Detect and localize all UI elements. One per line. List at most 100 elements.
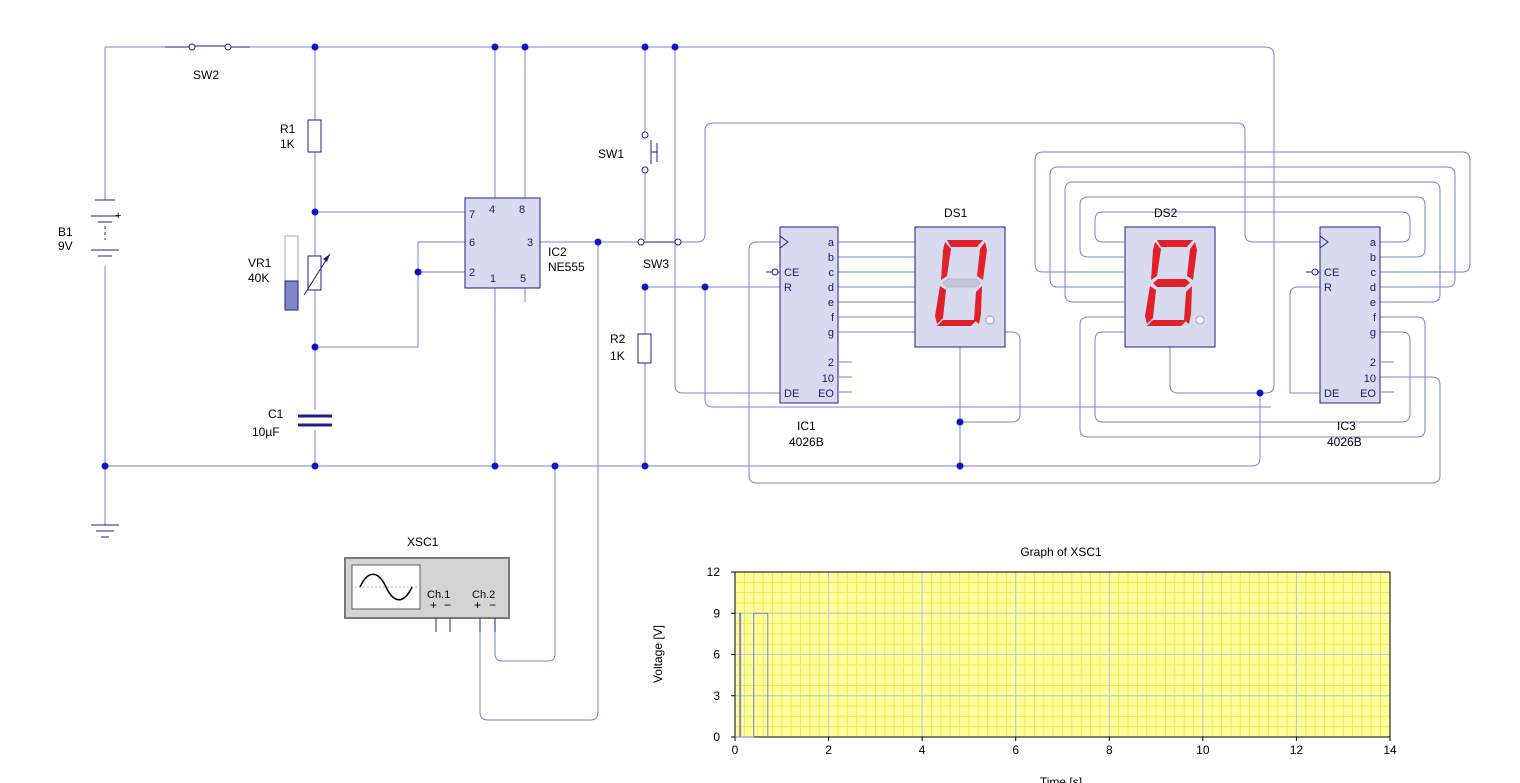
ic1-pin-d: d [828, 282, 834, 294]
ic3-pin-r: R [1324, 282, 1332, 294]
ic3-pin-a: a [1370, 237, 1377, 249]
ic1-pin-de: DE [784, 388, 799, 400]
graph-y-tick-label: 6 [713, 648, 720, 662]
graph-y-tick-label: 12 [707, 565, 721, 579]
ic2-label: IC2 [548, 245, 567, 259]
ic1-pin-ce: CE [784, 267, 799, 279]
ds2-segment-g [1153, 279, 1190, 287]
ic3-pin-f: f [1373, 312, 1377, 324]
ds2-segment-a [1157, 240, 1193, 247]
ic3-value: 4026B [1327, 435, 1362, 449]
ic1-pin-2: 2 [828, 357, 834, 369]
xsc1-ch1-plus: + [430, 598, 437, 612]
sw2-label: SW2 [193, 68, 219, 82]
graph-x-tick-label: 12 [1290, 743, 1304, 757]
ground-icon [91, 524, 119, 538]
sine-wave-icon [359, 573, 413, 601]
ic2-value: NE555 [548, 260, 585, 274]
ic2-pin-3: 3 [527, 237, 533, 249]
r2-label: R2 [610, 332, 626, 346]
ds1-segment-f [941, 242, 951, 280]
graph-y-tick-label: 9 [713, 606, 720, 620]
ic3-pin-c: c [1371, 267, 1377, 279]
b1-label: B1 [58, 225, 73, 239]
ic3-pin-e: e [1370, 297, 1376, 309]
graph-x-tick-label: 8 [1106, 743, 1113, 757]
r1-resistor[interactable] [307, 119, 322, 153]
ic3-pin-ce: CE [1324, 267, 1339, 279]
junction-dots [101, 43, 1264, 470]
xsc1-ch2-plus: + [474, 598, 481, 612]
r2-value: 1K [610, 349, 625, 363]
ic1-pin-eo: EO [818, 388, 834, 400]
graph-x-tick-label: 4 [919, 743, 926, 757]
ic1-pin-a: a [828, 237, 835, 249]
ds1-seven-segment-display [914, 226, 1006, 348]
graph-series-line [735, 612, 769, 738]
ic1-pin-b: b [828, 252, 834, 264]
ic2-pin-7: 7 [469, 209, 475, 221]
sw2-switch[interactable] [165, 43, 250, 51]
ds1-segment-c [974, 286, 982, 324]
ic3-chip[interactable] [1306, 226, 1381, 404]
ds2-segment-f [1151, 242, 1161, 280]
sw1-pushbutton[interactable] [641, 131, 658, 174]
ic3-pin-d: d [1370, 282, 1376, 294]
ic2-pin-4: 4 [489, 204, 495, 216]
r2-resistor[interactable] [637, 333, 652, 364]
ic1-pin-10: 10 [822, 373, 834, 385]
ic1-pin-e: e [828, 297, 834, 309]
wires [104, 46, 1471, 721]
ds1-segment-b [977, 242, 987, 280]
ic3-pin-b: b [1370, 252, 1376, 264]
b1-value: 9V [58, 239, 73, 253]
ic3-pin-de: DE [1324, 388, 1339, 400]
vr1-potentiometer[interactable] [303, 253, 331, 296]
vr1-value: 40K [248, 271, 269, 285]
vr1-slider[interactable] [284, 235, 299, 311]
graph-y-ticks: 0 3 6 9 12 [707, 565, 735, 744]
ds2-seven-segment-display [1124, 226, 1216, 348]
ic1-pin-c: c [829, 267, 835, 279]
sw3-switch[interactable] [637, 238, 682, 246]
graph-x-tick-label: 14 [1383, 743, 1397, 757]
c1-value: 10µF [252, 425, 280, 439]
ic3-pin-eo: EO [1360, 388, 1376, 400]
ic3-pin-10: 10 [1364, 373, 1376, 385]
ic3-label: IC3 [1337, 419, 1356, 433]
ds1-label: DS1 [944, 206, 968, 220]
xsc1-label: XSC1 [407, 535, 439, 549]
r1-value: 1K [280, 137, 295, 151]
b1-plus-sign: + [115, 210, 121, 222]
xsc1-ch2-minus: − [489, 598, 496, 612]
vr1-label: VR1 [248, 256, 272, 270]
ic1-pin-r: R [784, 282, 792, 294]
ds2-segment-d [1147, 320, 1187, 326]
graph-y-tick-label: 3 [713, 689, 720, 703]
ic2-chip[interactable] [464, 197, 541, 289]
xsc1-ch1-label: Ch.1 [427, 589, 450, 601]
ds1-segment-e [935, 286, 946, 324]
graph-title: Graph of XSC1 [1020, 545, 1102, 559]
ic1-chip[interactable] [766, 226, 839, 404]
ds2-segment-b [1187, 242, 1197, 280]
c1-label: C1 [268, 407, 284, 421]
ds2-segment-e [1145, 286, 1156, 324]
sw3-label: SW3 [643, 257, 669, 271]
graph-y-tick-label: 0 [713, 730, 720, 744]
ic3-pin-g: g [1370, 327, 1376, 339]
ic1-value: 4026B [789, 435, 824, 449]
graph-x-axis-label: Time [s] [1040, 775, 1082, 783]
xsc1-ch2-label: Ch.2 [472, 589, 495, 601]
ic1-pin-g: g [828, 327, 834, 339]
ic1-pin-f: f [831, 312, 835, 324]
c1-capacitor [298, 414, 332, 427]
sw1-label: SW1 [598, 147, 624, 161]
ic2-pin-6: 6 [469, 237, 475, 249]
xsc1-oscilloscope[interactable] [344, 557, 510, 632]
graph-y-axis-label: Voltage [V] [651, 625, 665, 683]
ic3-pin-2: 2 [1370, 357, 1376, 369]
r1-label: R1 [280, 122, 296, 136]
